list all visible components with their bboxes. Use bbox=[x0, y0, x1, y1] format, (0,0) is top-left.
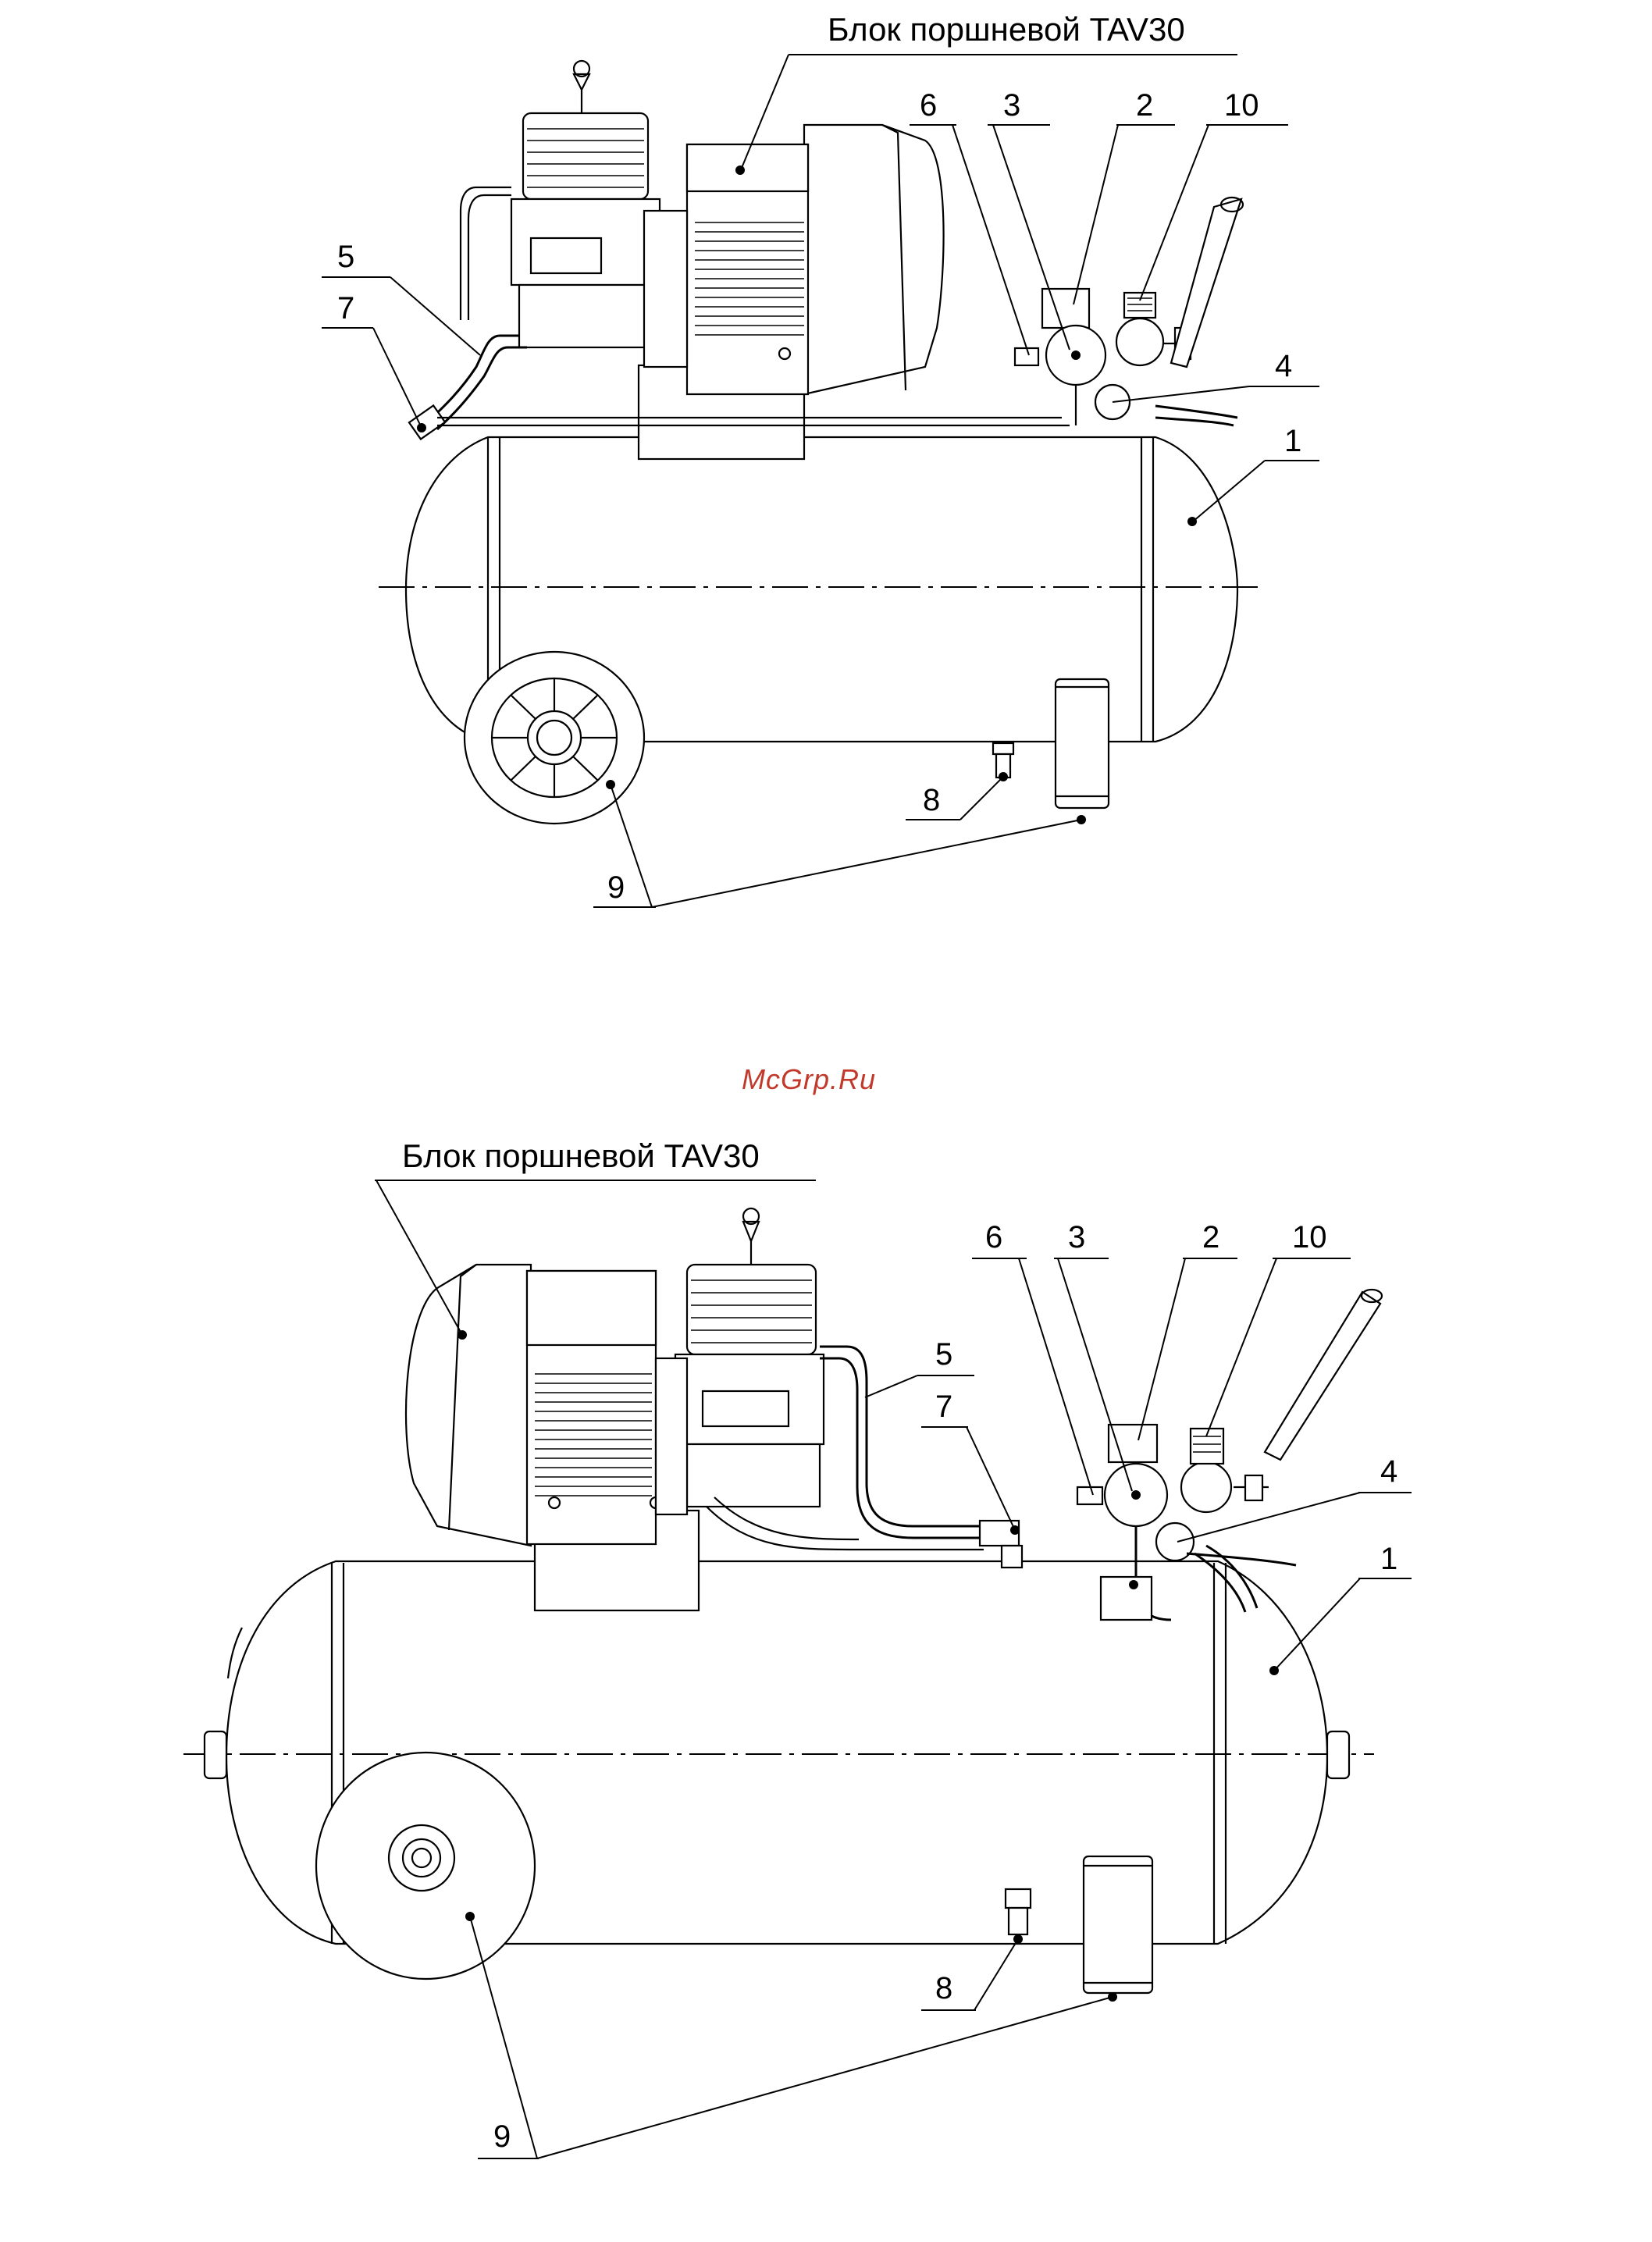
top-callout-4: 4 bbox=[1275, 349, 1292, 383]
watermark: McGrp.Ru bbox=[742, 1063, 876, 1095]
bottom-callout-8: 8 bbox=[935, 1971, 952, 2005]
top-piston-block bbox=[461, 61, 687, 367]
bottom-callout-1: 1 bbox=[1380, 1542, 1397, 1576]
top-callout-5: 5 bbox=[337, 240, 354, 274]
top-callout-1: 1 bbox=[1284, 424, 1301, 458]
top-electric-motor bbox=[675, 125, 944, 394]
bottom-wheel bbox=[316, 1753, 535, 1979]
bottom-callout-7: 7 bbox=[935, 1390, 952, 1424]
bottom-callout-10: 10 bbox=[1292, 1220, 1327, 1254]
bottom-drain-valve bbox=[1006, 1889, 1031, 1944]
bottom-foot bbox=[1084, 1856, 1152, 2002]
bottom-view: Блок поршневой TAV30 6 3 2 10 5 7 4 1 bbox=[183, 1137, 1412, 2158]
bottom-callout-4: 4 bbox=[1380, 1454, 1397, 1489]
bottom-title: Блок поршневой TAV30 bbox=[402, 1137, 760, 1174]
top-drain-valve bbox=[993, 742, 1013, 781]
bottom-callout-5: 5 bbox=[935, 1337, 952, 1372]
top-foot bbox=[1056, 679, 1109, 824]
bottom-pressure-assembly bbox=[1077, 1290, 1382, 1620]
bottom-callout-3: 3 bbox=[1068, 1220, 1085, 1254]
top-callout-10: 10 bbox=[1224, 88, 1259, 123]
bottom-electric-motor bbox=[406, 1265, 661, 1546]
top-wheel bbox=[465, 652, 644, 824]
top-callout-8: 8 bbox=[923, 783, 940, 817]
top-callout-9: 9 bbox=[607, 870, 625, 905]
top-callout-6: 6 bbox=[920, 88, 937, 123]
bottom-piston-block bbox=[656, 1208, 824, 1514]
bottom-callout-9: 9 bbox=[493, 2119, 511, 2154]
top-callout-3: 3 bbox=[1003, 88, 1020, 123]
top-callout-7: 7 bbox=[337, 291, 354, 326]
top-callout-2: 2 bbox=[1136, 88, 1153, 123]
top-title: Блок поршневой TAV30 bbox=[828, 11, 1185, 48]
bottom-callout-6: 6 bbox=[985, 1220, 1002, 1254]
bottom-callout-2: 2 bbox=[1202, 1220, 1219, 1254]
top-view: Блок поршневой TAV30 6 3 2 10 4 1 5 7 bbox=[322, 11, 1319, 907]
